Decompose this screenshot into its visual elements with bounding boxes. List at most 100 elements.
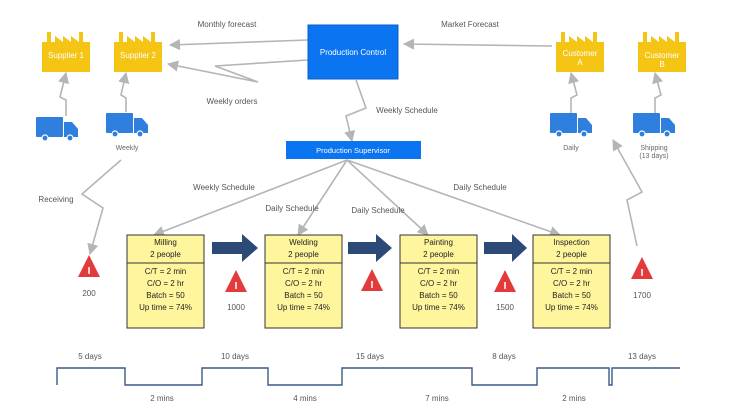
process-changeover: C/O = 2 hr <box>553 279 590 288</box>
supplier-2-label: Supplier 2 <box>120 51 157 60</box>
weekly-orders-label: Weekly orders <box>207 97 258 106</box>
push-arrow-icon <box>212 234 258 262</box>
process-cycle-time: C/T = 2 min <box>145 267 186 276</box>
process-changeover: C/O = 2 hr <box>147 279 184 288</box>
supplier2-truck-line <box>118 71 130 112</box>
process-name: Welding <box>289 238 318 247</box>
inventory-symbol: I <box>371 280 374 291</box>
process-time-2: 4 mins <box>293 394 317 403</box>
shipping-truck-label-line2: (13 days) <box>639 153 668 160</box>
process-name: Milling <box>154 238 177 247</box>
lead-time-ladder: 5 days 10 days 15 days 8 days 13 days 2 … <box>56 352 680 403</box>
customerB-truck-line <box>652 71 664 113</box>
push-arrow-icon <box>348 234 392 262</box>
process-box-painting: Painting 2 people C/T = 2 min C/O = 2 hr… <box>399 234 478 329</box>
monthly-forecast-line <box>168 39 309 51</box>
weekly-schedule-top-label: Weekly Schedule <box>376 106 438 115</box>
receiving-label: Receiving <box>38 195 73 204</box>
supplier-2-factory-icon: Supplier 2 <box>114 32 162 72</box>
inventory-value: 1500 <box>496 303 514 312</box>
warning-triangle-icon <box>361 269 383 291</box>
warning-triangle-icon <box>78 255 100 277</box>
schedule-to-painting <box>346 159 429 236</box>
weekly-orders-line <box>166 59 309 83</box>
shipping-truck-label-line1: Shipping <box>640 145 667 152</box>
customerA-truck-line <box>568 71 580 113</box>
process-cycle-time: C/T = 2 min <box>283 267 324 276</box>
weekly-schedule-line <box>344 79 368 143</box>
process-people: 2 people <box>556 250 587 259</box>
inventory-value: 200 <box>82 289 96 298</box>
inventory-symbol: I <box>88 266 91 277</box>
customer-b-factory-icon: Customer B <box>638 32 686 72</box>
customer-b-label-line2: B <box>659 60 664 69</box>
wait-time-4: 8 days <box>492 352 516 361</box>
daily-schedule-label-2: Daily Schedule <box>351 206 405 215</box>
process-uptime: Up time = 74% <box>139 303 192 312</box>
warning-triangle-icon <box>494 270 516 292</box>
market-forecast-line <box>402 38 553 50</box>
timeline-line <box>56 367 680 386</box>
inventory-warning-1: I 200 <box>78 255 100 298</box>
process-time-3: 7 mins <box>425 394 449 403</box>
schedule-to-inspection <box>346 159 562 237</box>
daily-schedule-label-1: Daily Schedule <box>265 204 319 213</box>
process-batch: Batch = 50 <box>419 291 458 300</box>
daily-schedule-right-label: Daily Schedule <box>453 183 507 192</box>
customer-a-truck-icon <box>550 113 592 138</box>
inventory-symbol: I <box>641 268 644 279</box>
process-uptime: Up time = 74% <box>545 303 598 312</box>
process-uptime: Up time = 74% <box>277 303 330 312</box>
supplier-1-label: Supplier 1 <box>48 51 85 60</box>
inventory-warning-2: I 1000 <box>225 270 247 312</box>
inventory-value: 1000 <box>227 303 245 312</box>
process-people: 2 people <box>423 250 454 259</box>
information-flow <box>58 38 664 256</box>
customer-b-truck-icon <box>633 113 675 138</box>
process-time-4: 2 mins <box>562 394 586 403</box>
wait-time-1: 5 days <box>78 352 102 361</box>
process-cycle-time: C/T = 2 min <box>418 267 459 276</box>
inventory-warning-4: I <box>494 270 516 292</box>
supplier-1-factory-icon: Supplier 1 <box>42 32 90 72</box>
process-cycle-time: C/T = 2 min <box>551 267 592 276</box>
process-time-1: 2 mins <box>150 394 174 403</box>
wait-time-5: 13 days <box>628 352 656 361</box>
supplier-1-truck-icon <box>36 117 78 142</box>
shipping-line <box>612 139 644 247</box>
inventory-warning-3: I 1500 <box>361 269 514 312</box>
wait-time-2: 10 days <box>221 352 249 361</box>
inventory-warning-5: I 1700 <box>631 257 653 300</box>
process-changeover: C/O = 2 hr <box>285 279 322 288</box>
production-control-label: Production Control <box>320 48 386 57</box>
production-supervisor-block: Production Supervisor <box>286 141 421 159</box>
process-box-milling: Milling 2 people C/T = 2 min C/O = 2 hr … <box>126 234 205 329</box>
customer-a-label-line1: Customer <box>563 49 598 58</box>
customer-b-label-line1: Customer <box>645 51 680 60</box>
market-forecast-label: Market Forecast <box>441 20 500 29</box>
customer-a-factory-icon: Customer A <box>556 32 604 72</box>
receiving-line <box>80 159 122 256</box>
supplier1-truck-line <box>58 71 69 116</box>
monthly-forecast-label: Monthly forecast <box>198 20 257 29</box>
production-supervisor-label: Production Supervisor <box>316 146 390 155</box>
customer-a-label-line2: A <box>577 58 583 67</box>
process-changeover: C/O = 2 hr <box>420 279 457 288</box>
process-box-inspection: Inspection 2 people C/T = 2 min C/O = 2 … <box>532 234 611 329</box>
push-arrow-icon <box>484 234 527 262</box>
daily-truck-label: Daily <box>563 145 579 152</box>
process-name: Painting <box>424 238 453 247</box>
process-people: 2 people <box>150 250 181 259</box>
wait-time-3: 15 days <box>356 352 384 361</box>
inventory-symbol: I <box>504 281 507 292</box>
inventory-symbol: I <box>235 281 238 292</box>
process-batch: Batch = 50 <box>552 291 591 300</box>
production-control-block: Production Control <box>307 24 399 80</box>
process-name: Inspection <box>553 238 589 247</box>
process-batch: Batch = 50 <box>284 291 323 300</box>
supplier-2-truck-icon <box>106 113 148 138</box>
warning-triangle-icon <box>225 270 247 292</box>
push-arrows <box>212 234 527 262</box>
